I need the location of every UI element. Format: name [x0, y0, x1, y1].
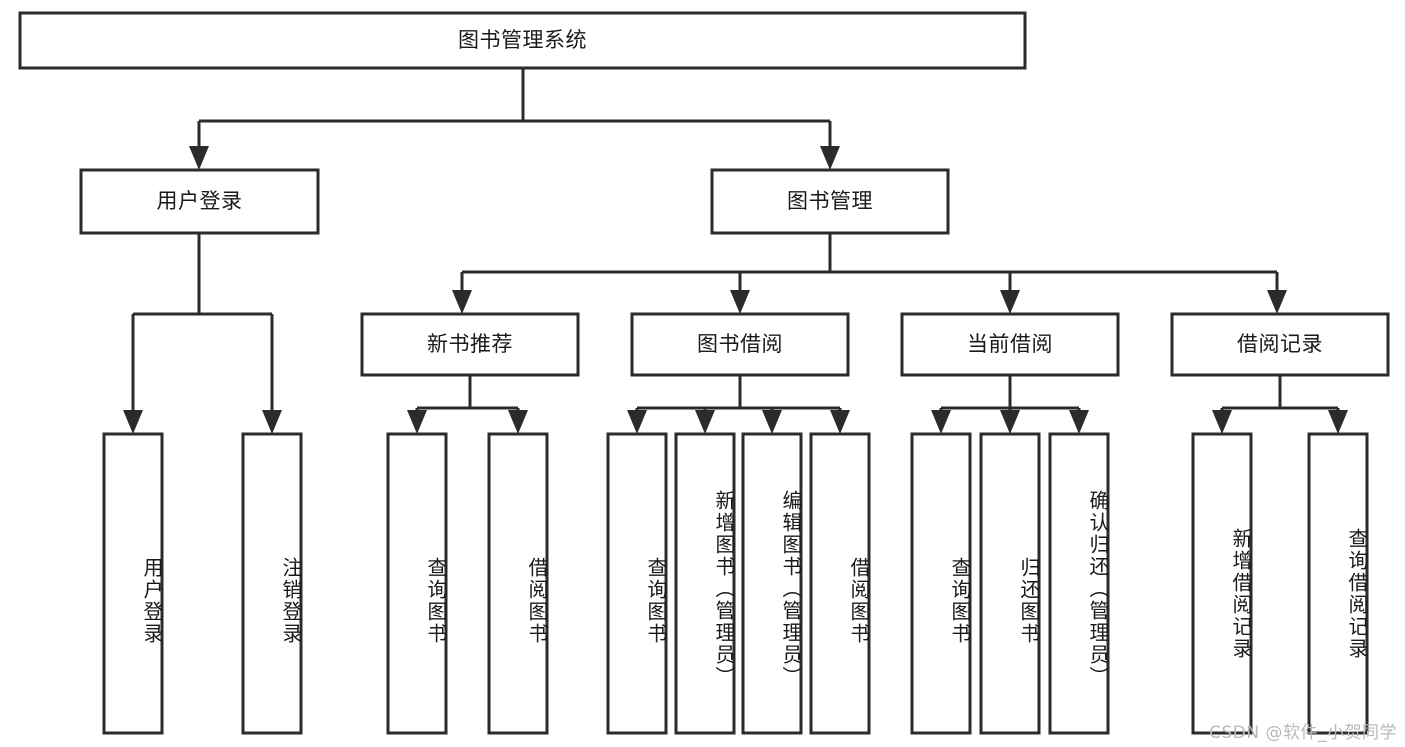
arrowhead-leaf-borrowrecord-1 [1212, 410, 1232, 434]
node-rect-user-login[interactable] [79, 168, 320, 235]
node-rect-leaf-borrow-book-1[interactable] [487, 432, 549, 735]
connector-group-currentborrow-to-leaves [931, 375, 1089, 434]
node-rect-leaf-confirm-return[interactable] [1048, 432, 1110, 735]
arrowhead-borrow-record [1267, 290, 1287, 314]
arrowhead-user-login [189, 146, 209, 170]
node-rect-leaf-borrow-book-2[interactable] [809, 432, 871, 735]
node-rect-new-book-recommend[interactable] [360, 312, 580, 377]
arrowhead-book-mgmt [820, 146, 840, 170]
connector-group-bookborrow-to-leaves [627, 375, 850, 434]
connector-group-bookmgmt-to-level3 [452, 233, 1287, 314]
arrowhead-leaf-currentborrow-2 [1000, 410, 1020, 434]
arrowhead-current-borrow [1000, 290, 1020, 314]
node-rect-leaf-add-book[interactable] [674, 432, 736, 735]
arrowhead-leaf-bookborrow-2 [695, 410, 715, 434]
node-rect-leaf-return-book[interactable] [979, 432, 1041, 735]
connector-group-borrowrecord-to-leaves [1212, 375, 1348, 434]
node-rect-book-management[interactable] [710, 168, 950, 235]
node-rect-leaf-edit-book[interactable] [741, 432, 803, 735]
node-rect-book-borrow[interactable] [630, 312, 850, 377]
csdn-watermark: CSDN @软件_小贺同学 [1209, 723, 1397, 743]
node-rect-leaf-query-record[interactable] [1307, 432, 1369, 735]
arrowhead-leaf-logout [262, 410, 282, 434]
arrowhead-leaf-newbook-1 [407, 410, 427, 434]
arrowhead-new-book-recommend [452, 290, 472, 314]
node-rect-leaf-logout[interactable] [241, 432, 303, 735]
node-rect-leaf-user-login[interactable] [102, 432, 164, 735]
node-rect-leaf-query-book-1[interactable] [386, 432, 448, 735]
arrowhead-leaf-bookborrow-3 [762, 410, 782, 434]
arrowhead-book-borrow [730, 290, 750, 314]
arrowhead-leaf-newbook-2 [508, 410, 528, 434]
arrowhead-leaf-borrowrecord-2 [1328, 410, 1348, 434]
node-rect-borrow-record[interactable] [1170, 312, 1390, 377]
node-rect-leaf-query-book-3[interactable] [910, 432, 972, 735]
node-rect-current-borrow[interactable] [900, 312, 1120, 377]
arrowhead-leaf-bookborrow-4 [830, 410, 850, 434]
node-rect-root[interactable] [18, 11, 1027, 70]
connector-group-root-to-level2 [189, 68, 840, 170]
connector-group-userlogin-to-leaves [123, 233, 282, 434]
node-rect-leaf-query-book-2[interactable] [606, 432, 668, 735]
arrowhead-leaf-bookborrow-1 [627, 410, 647, 434]
arrowhead-leaf-user-login [123, 410, 143, 434]
arrowhead-leaf-currentborrow-3 [1069, 410, 1089, 434]
node-rect-leaf-add-record[interactable] [1191, 432, 1253, 735]
connector-group-newbook-to-leaves [407, 375, 528, 434]
arrowhead-leaf-currentborrow-1 [931, 410, 951, 434]
